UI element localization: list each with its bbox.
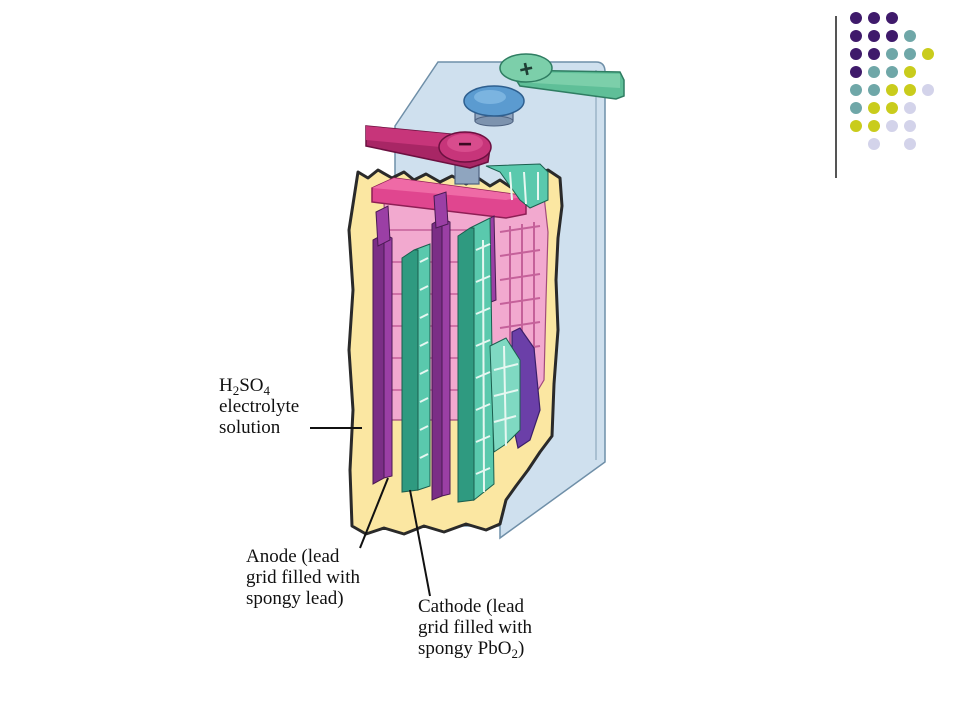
decorative-vertical-rule	[835, 16, 837, 178]
decorative-dot	[868, 138, 880, 150]
decorative-dot-grid	[850, 12, 950, 162]
electrolyte-label-line3: solution	[219, 417, 281, 438]
decorative-dot	[850, 66, 862, 78]
negative-terminal: −	[365, 125, 492, 185]
decorative-dot	[850, 12, 862, 24]
electrolyte-label: H2SO4 electrolyte solution	[219, 375, 299, 438]
decorative-dot	[850, 30, 862, 42]
decorative-dot	[850, 120, 862, 132]
decorative-dot	[904, 138, 916, 150]
cathode-leader-line	[409, 489, 431, 597]
cathode-label-line1: Cathode (lead	[418, 596, 525, 617]
decorative-dot	[868, 84, 880, 96]
negative-terminal-symbol: −	[458, 131, 472, 158]
decorative-dot	[886, 120, 898, 132]
decorative-dot	[904, 30, 916, 42]
decorative-dot	[868, 102, 880, 114]
cathode-plate-front	[401, 243, 431, 493]
cathode-connector	[485, 163, 549, 209]
cathode-plate-middle	[457, 217, 521, 503]
anode-label-line2: grid filled with	[246, 567, 360, 588]
decorative-dot	[850, 84, 862, 96]
decorative-dot	[904, 120, 916, 132]
vent-cap	[463, 85, 525, 127]
cathode-line3-close: )	[517, 638, 525, 659]
anode-leader-line	[359, 477, 389, 549]
anode-plate-front	[372, 205, 393, 485]
anode-label-line3: spongy lead)	[246, 588, 344, 609]
decorative-dot	[868, 66, 880, 78]
decorative-dot	[904, 102, 916, 114]
formula-sub-2: 2	[232, 383, 240, 398]
decorative-dot	[886, 66, 898, 78]
decorative-dot	[850, 48, 862, 60]
cathode-label: Cathode (lead grid filled with spongy Pb…	[418, 596, 532, 661]
cathode-line3-text: spongy PbO	[418, 638, 512, 659]
formula-sub-4: 4	[263, 383, 271, 398]
cathode-label-line3: spongy PbO2)	[418, 638, 532, 661]
decorative-dot	[904, 48, 916, 60]
decorative-dot	[886, 84, 898, 96]
decorative-dot	[886, 12, 898, 24]
decorative-dot	[904, 66, 916, 78]
decorative-dot	[886, 48, 898, 60]
electrolyte-label-line2: electrolyte	[219, 396, 300, 417]
decorative-dot	[904, 84, 916, 96]
decorative-dot	[868, 30, 880, 42]
formula-h: H	[219, 375, 233, 396]
negative-connector-bar	[371, 177, 527, 219]
cathode-label-line2: grid filled with	[418, 617, 532, 638]
decorative-dot	[922, 48, 934, 60]
decorative-dot	[850, 102, 862, 114]
decorative-dot	[868, 120, 880, 132]
anode-label-line1: Anode (lead	[246, 546, 340, 567]
decorative-dot	[868, 48, 880, 60]
decorative-dot	[868, 12, 880, 24]
anode-plate-middle	[431, 191, 451, 501]
decorative-dot	[886, 30, 898, 42]
formula-so: SO	[239, 375, 264, 396]
anode-label: Anode (lead grid filled with spongy lead…	[246, 546, 360, 609]
positive-terminal-symbol: +	[517, 55, 536, 84]
decorative-dot	[922, 84, 934, 96]
positive-terminal: +	[499, 53, 625, 100]
electrolyte-formula: H2SO4	[219, 375, 299, 398]
cathode-line3-sub: 2	[511, 646, 518, 661]
decorative-dot	[886, 102, 898, 114]
